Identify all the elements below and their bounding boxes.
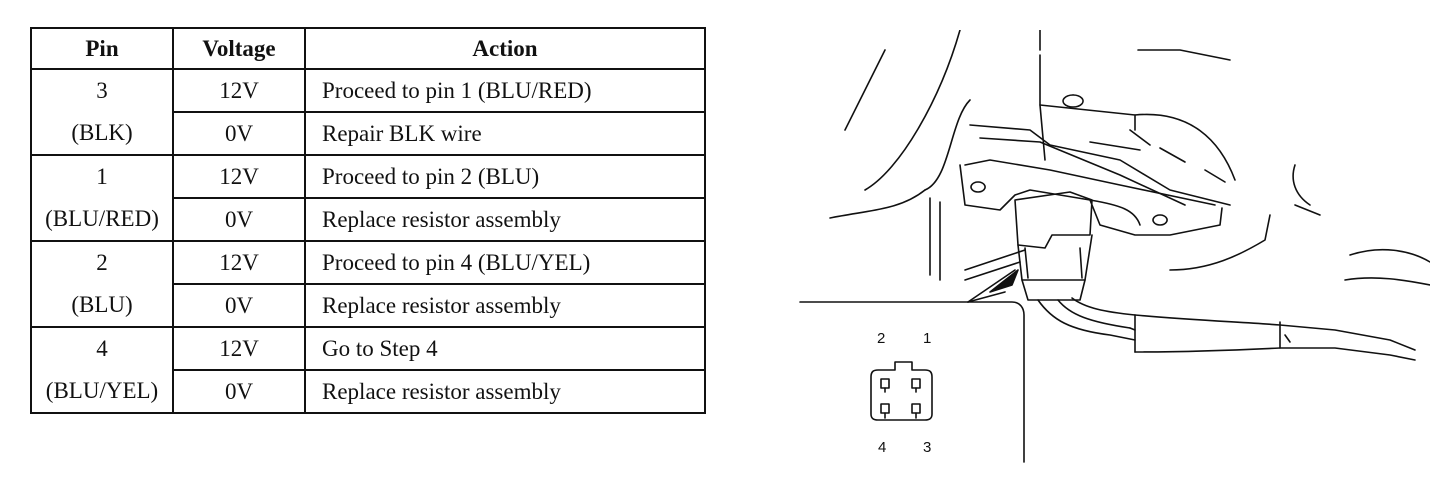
wire-harness <box>1037 297 1416 361</box>
table-row: 1 (BLU/RED) 12V Proceed to pin 2 (BLU) <box>30 154 706 242</box>
pin-number: 4 <box>96 336 108 361</box>
detail-leader <box>967 269 1019 303</box>
engine-bay-outline <box>829 30 1430 286</box>
voltage-cell: 0V <box>172 283 306 328</box>
pin-terminal <box>880 378 890 389</box>
pin-cell: 2 (BLU) <box>30 240 174 328</box>
action-cell: Proceed to pin 1 (BLU/RED) <box>304 68 706 113</box>
connector-inset-frame <box>799 301 1025 463</box>
pin-label-top-right: 1 <box>923 330 931 347</box>
pin-wire-color: (BLU) <box>71 292 133 317</box>
pin-column-header: Pin <box>30 27 174 70</box>
action-cell: Replace resistor assembly <box>304 369 706 414</box>
pin-wire-color: (BLU/RED) <box>45 206 159 231</box>
connector-plug <box>1014 191 1093 301</box>
pin-label-bottom-right: 3 <box>923 439 931 456</box>
action-cell: Proceed to pin 2 (BLU) <box>304 154 706 199</box>
voltage-cell: 12V <box>172 326 306 371</box>
table-row: 0V Replace resistor assembly <box>31 197 706 242</box>
table-row: 3 (BLK) 12V Proceed to pin 1 (BLU/RED) <box>30 68 706 156</box>
action-cell: Proceed to pin 4 (BLU/YEL) <box>304 240 706 285</box>
pin-wire-color: (BLU/YEL) <box>45 378 159 403</box>
table-row: 0V Replace resistor assembly <box>31 369 706 414</box>
pin-cell: 3 (BLK) <box>30 68 174 156</box>
action-column-header: Action <box>304 27 706 70</box>
table-row: 2 (BLU) 12V Proceed to pin 4 (BLU/YEL) <box>30 240 706 328</box>
action-cell: Repair BLK wire <box>304 111 706 156</box>
pin-number: 2 <box>96 250 108 275</box>
action-cell: Replace resistor assembly <box>304 283 706 328</box>
pin-terminal <box>880 403 890 414</box>
pin-number: 1 <box>96 164 108 189</box>
table-row: 0V Replace resistor assembly <box>31 283 706 328</box>
action-cell: Go to Step 4 <box>304 326 706 371</box>
action-cell: Replace resistor assembly <box>304 197 706 242</box>
pin-cell: 4 (BLU/YEL) <box>30 326 174 414</box>
table-row: 0V Repair BLK wire <box>31 111 706 156</box>
voltage-cell: 12V <box>172 240 306 285</box>
pin-label-bottom-left: 4 <box>878 439 886 456</box>
connector-face <box>870 361 933 421</box>
pin-terminal <box>911 378 921 389</box>
voltage-cell: 0V <box>172 197 306 242</box>
resistor-connector-illustration: 2 1 4 3 <box>799 30 1430 463</box>
table-row: 4 (BLU/YEL) 12V Go to Step 4 <box>30 326 706 414</box>
voltage-column-header: Voltage <box>172 27 306 70</box>
pin-number: 3 <box>96 78 108 103</box>
voltage-cell: 0V <box>172 369 306 414</box>
pin-terminal <box>911 403 921 414</box>
pin-voltage-table: Pin Voltage Action 3 (BLK) 12V Proceed t… <box>30 27 706 414</box>
voltage-cell: 12V <box>172 68 306 113</box>
table-header-row: Pin Voltage Action <box>30 27 706 70</box>
pin-cell: 1 (BLU/RED) <box>30 154 174 242</box>
pin-wire-color: (BLK) <box>71 120 133 145</box>
voltage-cell: 12V <box>172 154 306 199</box>
pin-label-top-left: 2 <box>877 330 885 347</box>
voltage-cell: 0V <box>172 111 306 156</box>
